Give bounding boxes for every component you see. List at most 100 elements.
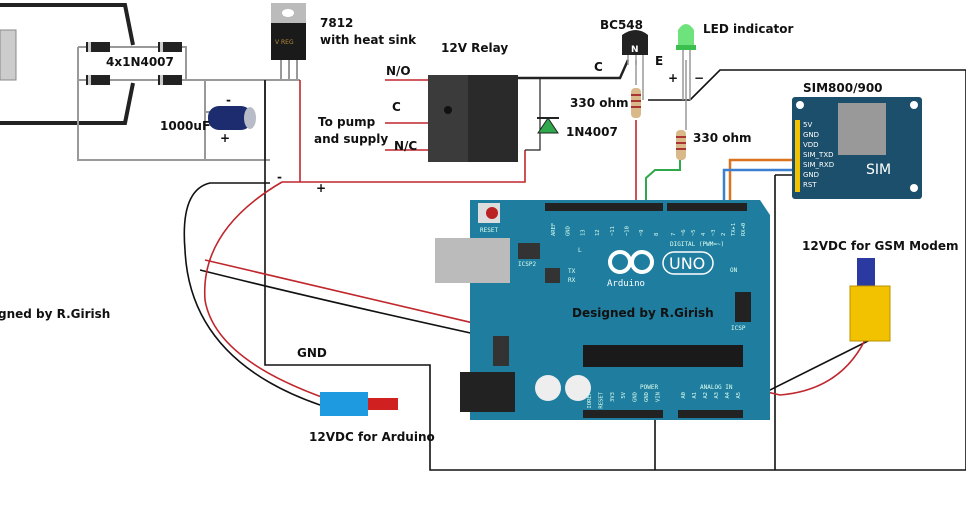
arduino-bottom-pin-label: A0 (681, 392, 687, 399)
gsm-power-plug (849, 258, 891, 342)
arduino-bottom-pin-label: 3V3 (610, 392, 616, 402)
arduino-top-pin-label: 2 (721, 233, 727, 236)
arduino-top-pin-label: 7 (671, 233, 677, 236)
arduino-top-pin-label: 8 (654, 233, 660, 236)
sim-pin-label: GND (803, 171, 819, 179)
regulator-marking: V REG (275, 39, 294, 46)
cap-plus-label: + (220, 131, 230, 145)
arduino-bottom-pin-label: A5 (736, 392, 742, 399)
sim-pin-label: 5V (803, 121, 812, 129)
tx-wire (728, 158, 800, 200)
arduino-top-pin-label: ~3 (711, 229, 717, 236)
sim-pin-label: SIM_TXD (803, 151, 834, 159)
arduino-bottom-pin-label: GND (644, 392, 650, 402)
relay (428, 75, 518, 162)
arduino-top-pin-label: 13 (580, 229, 586, 236)
rail-minus-label: - (277, 170, 282, 184)
diode-bridge-4 (158, 75, 182, 85)
credit-board: Designed by R.Girish (572, 306, 714, 320)
arduino-power-label: POWER (640, 384, 658, 391)
led-plus-label: + (668, 71, 678, 85)
diode-bridge-1 (86, 42, 110, 52)
arduino-bottom-pin-label: A3 (714, 392, 720, 399)
arduino-supply-label: 12VDC for Arduino (309, 430, 435, 444)
arduino-rx-label: RX (568, 277, 576, 284)
arduino-top-pin-label: ~11 (610, 226, 616, 236)
relay-no-label: N/O (386, 64, 411, 78)
ac-input (0, 2, 135, 125)
arduino-bottom-pin-label: RESET (598, 391, 604, 408)
arduino-top-pin-label: TX▸1 (731, 223, 737, 236)
arduino-bottom-pin-label: IOREF (587, 392, 593, 409)
led (676, 24, 696, 100)
arduino-bottom-pin-label: A4 (725, 391, 731, 398)
transistor-bc548 (622, 30, 648, 100)
diode-label: 1N4007 (566, 125, 618, 139)
sim-title: SIM800/900 (803, 81, 883, 95)
arduino-reset-label: RESET (480, 227, 498, 234)
arduino-icsp2-label: ICSP2 (518, 261, 536, 268)
arduino-power-plug (320, 392, 398, 416)
arduino-on-label: ON (730, 267, 738, 274)
resistor-2-label: 330 ohm (693, 131, 752, 145)
arduino-uno-label: UNO (669, 254, 705, 273)
arduino-top-pin-label: ~6 (681, 229, 687, 236)
led-resistor-wire (645, 160, 681, 200)
regulator-note: with heat sink (320, 33, 417, 47)
pump-label-1: To pump (318, 115, 376, 129)
arduino-digital-label: DIGITAL (PWM=~) (670, 241, 724, 248)
sim-pin-label: VDD (803, 141, 819, 149)
relay-label: 12V Relay (441, 41, 508, 55)
sim-pin-label: RST (803, 181, 817, 189)
arduino-top-pin-label: 4 (701, 232, 707, 236)
relay-coil-wire (518, 59, 630, 80)
flyback-diode (537, 117, 559, 134)
arduino-analog-label: ANALOG IN (700, 384, 733, 391)
arduino-bottom-pin-label: 5V (621, 391, 627, 398)
rx-wire (722, 168, 800, 200)
arduino-tx-label: TX (568, 268, 576, 275)
diode-bridge-2 (158, 42, 182, 52)
arduino-icsp-label: ICSP (731, 325, 746, 332)
arduino-top-pin-label: ~10 (625, 226, 631, 236)
flyback-wire (525, 78, 541, 151)
regulator-label: 7812 (320, 16, 353, 30)
pump-label-2: and supply (314, 132, 388, 146)
arduino-top-pin-label: AREF (551, 223, 557, 236)
arduino-top-pin-label: ~5 (691, 229, 697, 236)
diode-bridge-3 (86, 75, 110, 85)
resistor-2 (676, 130, 686, 160)
arduino-bottom-pin-label: VIN (655, 392, 661, 402)
resistor-1-label: 330 ohm (570, 96, 629, 110)
arduino-brand-label: Arduino (607, 279, 645, 289)
resistor-1 (631, 88, 641, 118)
sim-pin-label: SIM_RXD (803, 161, 834, 169)
arduino-logo: UNO Arduino (607, 250, 714, 289)
arduino-bottom-pin-label: A1 (692, 392, 698, 399)
collector-label: C (594, 60, 603, 74)
transistor-label: BC548 (600, 18, 643, 32)
led-label: LED indicator (703, 22, 794, 36)
arduino-top-pin-label: 12 (595, 229, 601, 236)
sim-module: SIM 5V GND VDD SIM_TXD SIM_RXD GND RST (792, 97, 922, 199)
transistor-mark: N (631, 45, 639, 55)
arduino-bottom-pin-label: A2 (703, 392, 709, 399)
rail-plus-label: + (316, 181, 326, 195)
relay-nc-label: N/C (394, 139, 417, 153)
emitter-label: E (655, 54, 663, 68)
gnd-label: GND (297, 346, 327, 360)
arduino-l-label: L (578, 247, 582, 254)
gsm-supply-label: 12VDC for GSM Modem (802, 239, 959, 253)
capacitor (205, 106, 256, 130)
bridge-label: 4x1N4007 (106, 55, 174, 69)
voltage-regulator-7812 (271, 3, 306, 80)
relay-c-label: C (392, 100, 401, 114)
sim-board-text: SIM (866, 162, 891, 178)
led-minus-label: − (694, 71, 704, 85)
arduino-top-pin-label: RX◂0 (741, 223, 747, 236)
sim-pin-label: GND (803, 131, 819, 139)
